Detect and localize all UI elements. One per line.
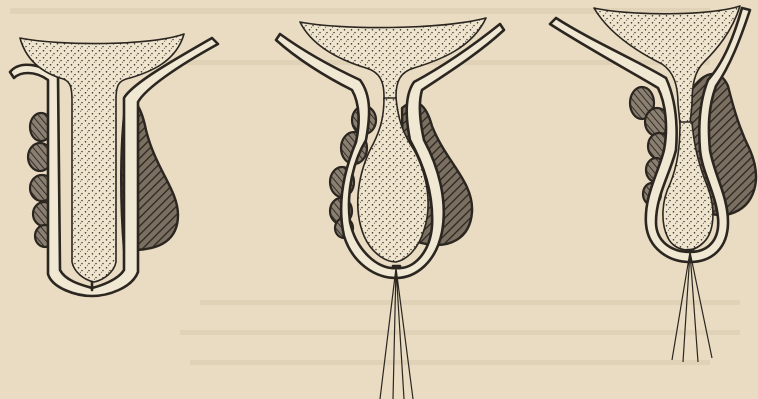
right-stage-drawing xyxy=(550,6,756,362)
right-discharge-rays xyxy=(672,252,712,362)
left-stage-drawing xyxy=(10,34,218,296)
middle-stage-drawing xyxy=(276,18,504,399)
